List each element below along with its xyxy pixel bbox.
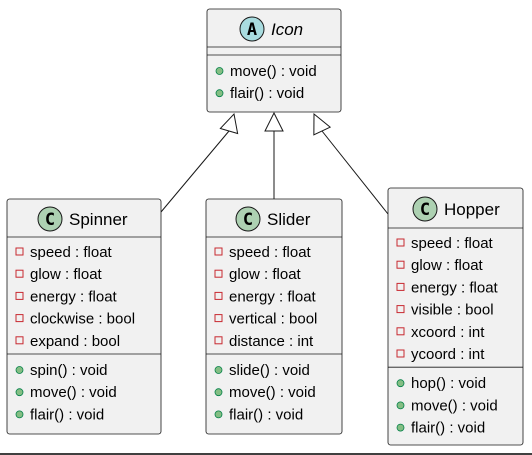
class-box-spinner[interactable]: C Spinner speed : float glow : float energy … bbox=[6, 198, 162, 435]
stereotype-circle-spinner bbox=[37, 206, 63, 232]
private-attribute-icon bbox=[15, 269, 24, 278]
attribute-slider-2: energy : float bbox=[229, 288, 317, 305]
public-method-icon bbox=[214, 388, 223, 397]
attribute-slider-3: vertical : bool bbox=[229, 311, 317, 328]
attribute-hopper-0: speed : float bbox=[411, 235, 494, 252]
public-method-icon bbox=[15, 366, 24, 374]
class-box-frame bbox=[387, 187, 524, 446]
inheritance-arrowhead-hopper bbox=[313, 112, 332, 136]
method-spinner-0: spin() : void bbox=[30, 362, 108, 379]
inheritance-arrowhead-spinner bbox=[219, 112, 239, 135]
method-slider-2: flair() : void bbox=[229, 406, 303, 423]
public-method-icon bbox=[396, 423, 405, 432]
private-attribute-icon bbox=[15, 336, 24, 345]
class-box-slider[interactable]: C Slider speed : float glow : float energy :… bbox=[205, 198, 343, 435]
class-box-hopper[interactable]: C Hopper speed : float glow : float energy :… bbox=[387, 187, 524, 446]
inheritance-edge-hopper-to-icon bbox=[321, 130, 389, 215]
class-box-frame bbox=[206, 8, 342, 113]
class-name-spinner: Spinner bbox=[69, 210, 128, 229]
method-icon-0: move() : void bbox=[230, 63, 317, 80]
attribute-hopper-2: energy : float bbox=[411, 279, 499, 296]
method-spinner-1: move() : void bbox=[30, 384, 117, 401]
method-hopper-2: flair() : void bbox=[411, 420, 485, 437]
public-method-icon bbox=[396, 379, 405, 388]
class-box-icon[interactable]: A Icon move() : void flair() : void bbox=[206, 8, 342, 113]
public-method-icon bbox=[215, 89, 224, 98]
stereotype-circle-icon bbox=[239, 16, 265, 42]
class-name-hopper: Hopper bbox=[444, 200, 500, 219]
private-attribute-icon bbox=[396, 238, 405, 247]
stereotype-circle-hopper bbox=[412, 196, 438, 222]
public-method-icon bbox=[15, 410, 24, 419]
class-name-slider: Slider bbox=[267, 210, 311, 229]
method-icon-1: flair() : void bbox=[230, 85, 304, 102]
method-hopper-0: hop() : void bbox=[411, 375, 486, 392]
method-hopper-1: move() : void bbox=[411, 397, 498, 414]
attribute-spinner-1: glow : float bbox=[30, 266, 103, 283]
method-spinner-2: flair() : void bbox=[30, 406, 104, 423]
attribute-hopper-5: ycoord : int bbox=[411, 346, 485, 363]
private-attribute-icon bbox=[396, 282, 405, 291]
private-attribute-icon bbox=[214, 314, 223, 323]
private-attribute-icon bbox=[15, 314, 24, 323]
private-attribute-icon bbox=[396, 260, 405, 269]
method-slider-1: move() : void bbox=[229, 384, 316, 401]
class-name-icon: Icon bbox=[271, 20, 303, 39]
class-box-frame bbox=[205, 198, 343, 435]
inheritance-edge-spinner-to-icon bbox=[160, 130, 230, 213]
public-method-icon bbox=[396, 401, 405, 410]
inheritance-arrowhead-slider bbox=[264, 111, 284, 132]
public-method-icon bbox=[15, 388, 24, 397]
private-attribute-icon bbox=[15, 247, 24, 256]
private-attribute-icon bbox=[214, 269, 223, 278]
attribute-spinner-4: expand : bool bbox=[30, 333, 120, 350]
stereotype-letter: C bbox=[243, 210, 253, 230]
attribute-spinner-3: clockwise : bool bbox=[30, 311, 135, 328]
private-attribute-icon bbox=[214, 336, 223, 345]
attribute-slider-1: glow : float bbox=[229, 266, 302, 283]
private-attribute-icon bbox=[396, 349, 405, 358]
attribute-hopper-1: glow : float bbox=[411, 257, 484, 274]
private-attribute-icon bbox=[214, 247, 223, 256]
public-method-icon bbox=[214, 366, 223, 374]
public-method-icon bbox=[215, 67, 224, 75]
class-box-frame bbox=[6, 198, 162, 435]
public-method-icon bbox=[214, 410, 223, 419]
stereotype-circle-slider bbox=[235, 206, 261, 232]
private-attribute-icon bbox=[396, 305, 405, 314]
attribute-hopper-3: visible : bool bbox=[411, 302, 494, 319]
method-slider-0: slide() : void bbox=[229, 362, 310, 379]
private-attribute-icon bbox=[15, 291, 24, 300]
private-attribute-icon bbox=[214, 291, 223, 300]
attribute-hopper-4: xcoord : int bbox=[411, 324, 485, 341]
private-attribute-icon bbox=[396, 327, 405, 336]
stereotype-letter: A bbox=[247, 20, 257, 40]
attribute-slider-4: distance : int bbox=[229, 333, 314, 350]
stereotype-letter: C bbox=[45, 210, 55, 230]
stereotype-letter: C bbox=[420, 200, 430, 220]
attribute-slider-0: speed : float bbox=[229, 244, 312, 261]
attribute-spinner-0: speed : float bbox=[30, 244, 113, 261]
attribute-spinner-2: energy : float bbox=[30, 288, 118, 305]
